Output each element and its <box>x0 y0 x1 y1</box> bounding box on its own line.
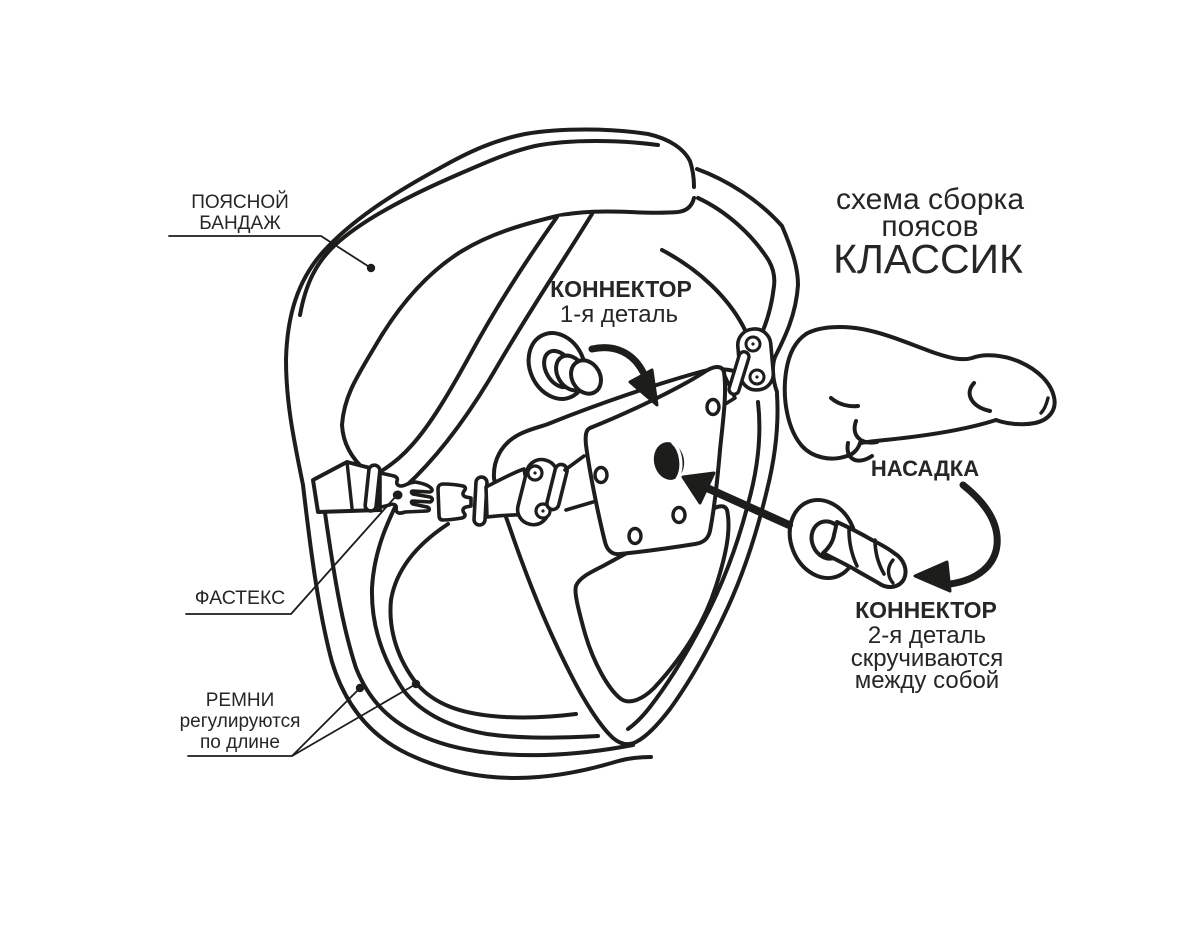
svg-text:по длине: по длине <box>200 732 280 753</box>
svg-text:КОННЕКТОР: КОННЕКТОР <box>550 276 692 302</box>
svg-text:скручиваются: скручиваются <box>851 645 1004 672</box>
svg-text:2-я деталь: 2-я деталь <box>868 622 986 649</box>
svg-text:ПОЯСНОЙ: ПОЯСНОЙ <box>191 191 289 213</box>
svg-text:между собой: между собой <box>855 667 999 694</box>
svg-text:БАНДАЖ: БАНДАЖ <box>199 213 281 234</box>
svg-text:КОННЕКТОР: КОННЕКТОР <box>855 597 997 623</box>
svg-text:схема сборка: схема сборка <box>836 183 1024 216</box>
svg-text:1-я деталь: 1-я деталь <box>560 301 678 328</box>
svg-text:поясов: поясов <box>881 210 978 243</box>
svg-text:ФАСТЕКС: ФАСТЕКС <box>195 587 286 609</box>
svg-text:регулируются: регулируются <box>180 711 301 732</box>
svg-text:РЕМНИ: РЕМНИ <box>206 690 275 711</box>
svg-text:КЛАССИК: КЛАССИК <box>833 236 1023 282</box>
svg-text:НАСАДКА: НАСАДКА <box>871 456 979 481</box>
